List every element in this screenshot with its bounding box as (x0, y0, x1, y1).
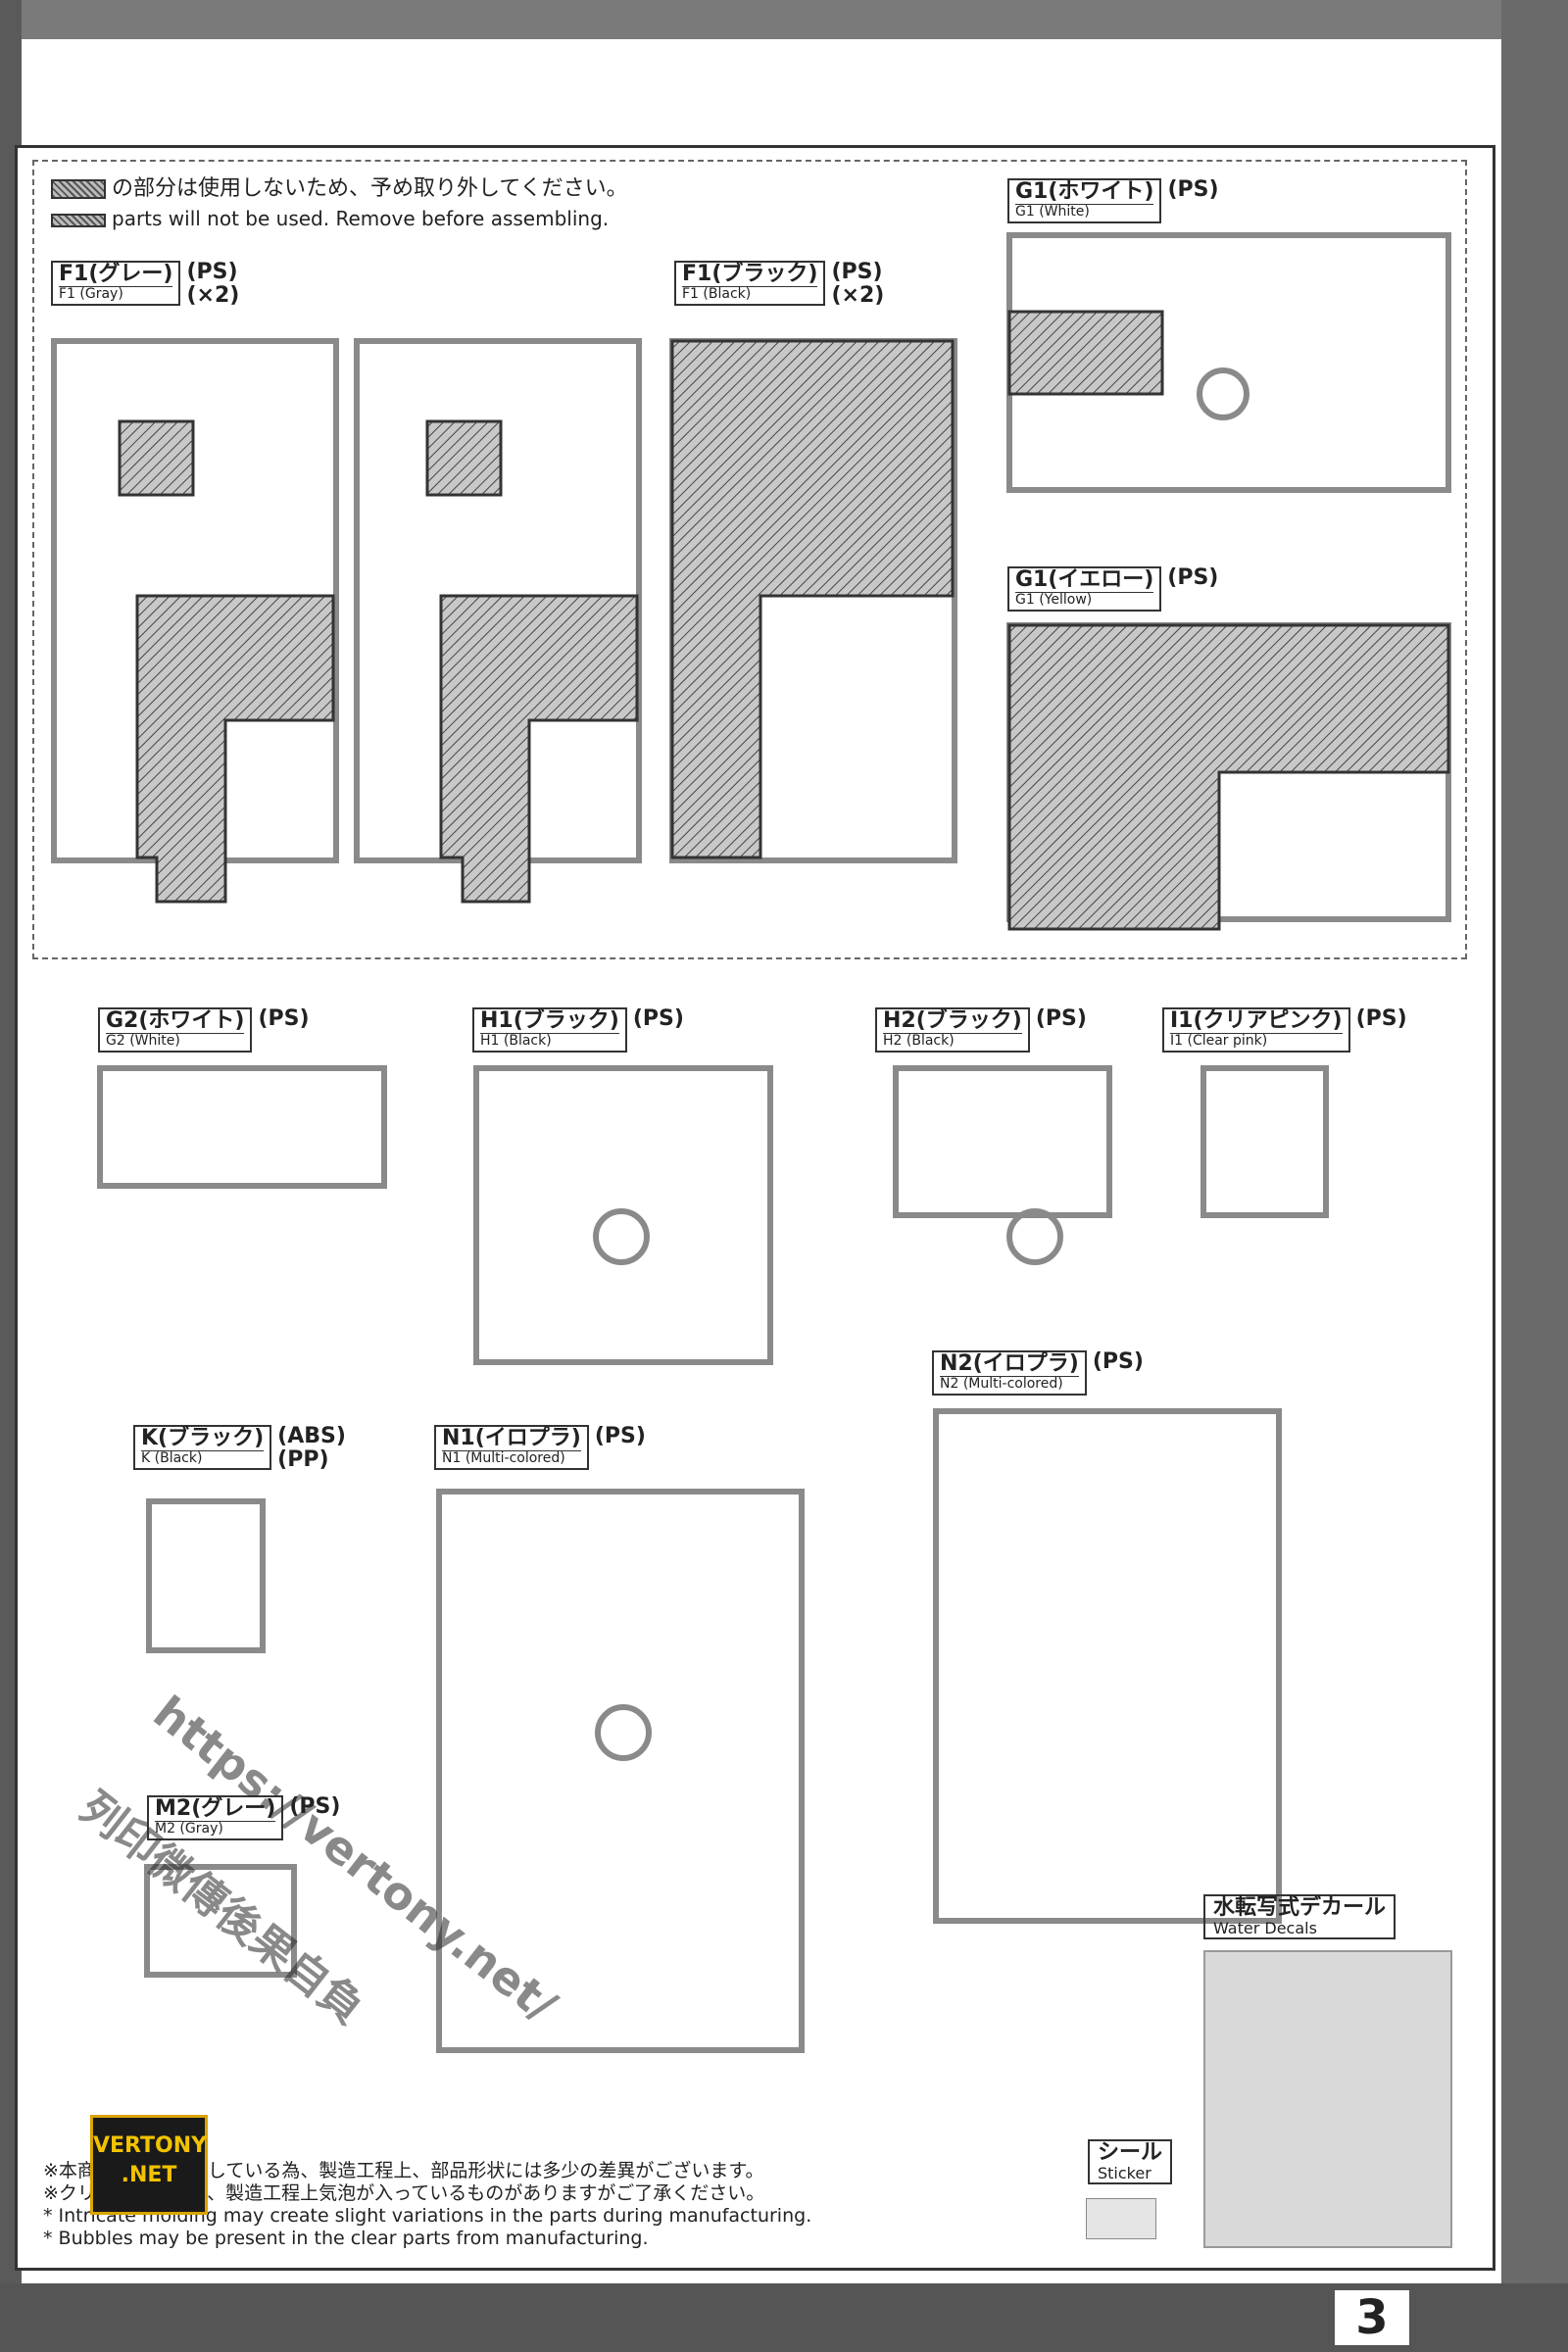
sticker-title: シール Sticker (1088, 2139, 1173, 2184)
runner-n2-multi (933, 1408, 1282, 1924)
label-h2-black: H2(ブラック)H2 (Black) (PS) (875, 1007, 1087, 1053)
runner-jp: I1(クリアピンク) (1170, 1008, 1343, 1033)
runner-en: N2 (Multi-colored) (940, 1376, 1079, 1392)
vertony-logo: VERTONY .NET (90, 2115, 208, 2215)
decal-title: 水転写式デカール Water Decals (1203, 1894, 1396, 1939)
runner-jp: H2(ブラック) (883, 1008, 1022, 1033)
runner-material: (PS) (1092, 1349, 1144, 1374)
runner-material: (PS) (831, 260, 883, 284)
runner-en: M2 (Gray) (155, 1821, 276, 1837)
runner-material: (PS) (289, 1794, 341, 1819)
page-number: 3 (1335, 2290, 1409, 2345)
runner-en: F1 (Gray) (59, 286, 173, 302)
label-m2-gray: M2(グレー)M2 (Gray) (PS) (147, 1795, 340, 1840)
runner-h2-black (893, 1065, 1112, 1218)
label-g2-white: G2(ホワイト)G2 (White) (PS) (98, 1007, 310, 1053)
note-line: ※本商品は加工を施している為、製造工程上、部品形状には多少の差異がございます。 (43, 2160, 764, 2181)
runner-g2-white (97, 1065, 387, 1189)
label-g1-yellow: G1(イエロー)G1 (Yellow) (PS) (1007, 566, 1218, 612)
runner-material: (PS) (258, 1006, 310, 1031)
runner-en: G2 (White) (106, 1033, 245, 1049)
label-g1-white: G1(ホワイト)G1 (White) (PS) (1007, 178, 1219, 223)
label-f1-black: F1(ブラック)F1 (Black) (PS)(×2) (674, 261, 884, 308)
sticker-en: Sticker (1098, 2164, 1152, 2182)
decal-jp: 水転写式デカール (1213, 1895, 1387, 1920)
runner-qty: (×2) (186, 283, 240, 308)
decal-en: Water Decals (1213, 1919, 1317, 1937)
runner-material: (PS) (1167, 565, 1219, 590)
runner-k-black (146, 1498, 266, 1653)
notice-en: parts will not be used. Remove before as… (112, 207, 610, 230)
note-line: * Bubbles may be present in the clear pa… (43, 2228, 649, 2249)
runner-jp: M2(グレー) (155, 1796, 276, 1821)
runner-material: (PS) (632, 1006, 684, 1031)
runner-jp: F1(グレー) (59, 262, 173, 286)
label-h1-black: H1(ブラック)H1 (Black) (PS) (472, 1007, 684, 1053)
note-line: ※クリアパーツには、製造工程上気泡が入っているものがありますがご了承ください。 (43, 2182, 765, 2204)
sticker-sheet (1086, 2198, 1156, 2239)
runner-material: (PS) (1035, 1006, 1087, 1031)
note-line: * Intricate molding may create slight va… (43, 2205, 812, 2227)
runner-en: H2 (Black) (883, 1033, 1022, 1049)
runner-jp: K(ブラック) (141, 1426, 265, 1450)
runner-jp: F1(ブラック) (682, 262, 818, 286)
logo-line2: .NET (121, 2163, 177, 2187)
runner-i1-clear-pink (1200, 1065, 1329, 1218)
right-frame (1501, 0, 1568, 2352)
label-f1-gray: F1(グレー)F1 (Gray) (PS)(×2) (51, 261, 239, 308)
water-decal-sheet (1203, 1950, 1452, 2248)
runner-material: (ABS) (277, 1424, 346, 1448)
label-i1-clear-pink: I1(クリアピンク)I1 (Clear pink) (PS) (1162, 1007, 1407, 1053)
runner-m2-gray (144, 1864, 297, 1978)
runner-n1-multi (436, 1489, 805, 2053)
runner-jp: N2(イロプラ) (940, 1351, 1079, 1376)
runner-jp: G1(イエロー) (1015, 567, 1154, 592)
runner-en: F1 (Black) (682, 286, 818, 302)
notice-jp: の部分は使用しないため、予め取り外してください。 (112, 176, 628, 201)
runner-en: I1 (Clear pink) (1170, 1033, 1343, 1049)
runner-en: K (Black) (141, 1450, 265, 1466)
runner-material-2: (PP) (277, 1447, 329, 1472)
hatch-swatch-icon (51, 213, 106, 227)
runner-qty: (×2) (831, 283, 885, 308)
runner-en: G1 (White) (1015, 204, 1154, 220)
runner-jp: N1(イロプラ) (442, 1426, 581, 1450)
logo-line1: VERTONY (93, 2133, 208, 2158)
runner-material: (PS) (594, 1424, 646, 1448)
runner-en: N1 (Multi-colored) (442, 1450, 581, 1466)
unused-notice: の部分は使用しないため、予め取り外してください。 parts will not … (51, 174, 628, 233)
runner-material: (PS) (186, 260, 238, 284)
runner-jp: H1(ブラック) (480, 1008, 619, 1033)
runner-en: H1 (Black) (480, 1033, 619, 1049)
unused-parts-region (32, 160, 1467, 959)
label-n2-multi: N2(イロプラ)N2 (Multi-colored) (PS) (932, 1350, 1144, 1396)
runner-jp: G2(ホワイト) (106, 1008, 245, 1033)
bottom-frame (0, 2283, 1568, 2352)
top-frame (0, 0, 1568, 39)
label-k-black: K(ブラック)K (Black) (ABS)(PP) (133, 1425, 346, 1472)
manufacturing-notes: ※本商品は加工を施している為、製造工程上、部品形状には多少の差異がございます。 … (43, 2160, 811, 2250)
runner-en: G1 (Yellow) (1015, 592, 1154, 608)
runner-material: (PS) (1167, 177, 1219, 202)
hatch-swatch-icon (51, 179, 106, 199)
runner-h1-black (473, 1065, 773, 1365)
sticker-jp: シール (1098, 2140, 1163, 2165)
label-n1-multi: N1(イロプラ)N1 (Multi-colored) (PS) (434, 1425, 646, 1470)
runner-jp: G1(ホワイト) (1015, 179, 1154, 204)
runner-material: (PS) (1355, 1006, 1407, 1031)
